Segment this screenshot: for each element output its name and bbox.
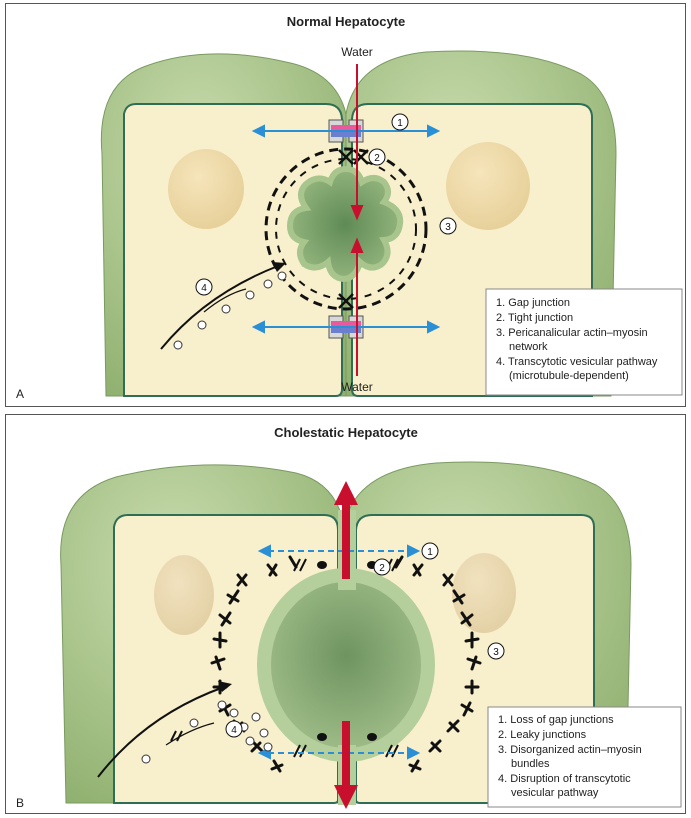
svg-text:2: 2 xyxy=(374,153,380,164)
legend-item-3-cont: network xyxy=(509,341,548,353)
panel-letter: B xyxy=(16,796,24,810)
svg-text:3: 3 xyxy=(493,647,499,658)
cholestatic-hepatocyte-diagram: Cholestatic Hepatocyte B xyxy=(6,415,687,815)
legend-item-4: 4. Transcytotic vesicular pathway xyxy=(496,356,658,368)
marker-3: 3 xyxy=(488,643,504,659)
legend-item-2: 2. Leaky junctions xyxy=(498,729,587,741)
legend-item-3: 3. Disorganized actin–myosin xyxy=(498,744,642,756)
panel-cholestatic-hepatocyte: Cholestatic Hepatocyte B xyxy=(5,414,686,814)
right-nucleus xyxy=(452,553,516,633)
legend-normal: 1. Gap junction 2. Tight junction 3. Per… xyxy=(486,289,682,395)
panel-normal-hepatocyte: Normal Hepatocyte A xyxy=(5,3,686,407)
svg-text:1: 1 xyxy=(427,547,433,558)
svg-text:2: 2 xyxy=(379,563,385,574)
left-nucleus xyxy=(154,555,214,635)
svg-text:4: 4 xyxy=(201,283,207,294)
svg-text:1: 1 xyxy=(397,118,403,129)
panel-title: Normal Hepatocyte xyxy=(287,14,405,29)
marker-2: 2 xyxy=(369,149,385,165)
legend-item-4-cont: vesicular pathway xyxy=(511,787,599,799)
marker-3: 3 xyxy=(440,218,456,234)
marker-1: 1 xyxy=(422,543,438,559)
right-nucleus xyxy=(446,142,530,230)
legend-item-3: 3. Pericanalicular actin–myosin xyxy=(496,327,648,339)
marker-4: 4 xyxy=(196,279,212,295)
panel-letter: A xyxy=(16,387,24,401)
legend-item-3-cont: bundles xyxy=(511,758,550,770)
legend-item-4-cont: (microtubule-dependent) xyxy=(509,370,629,382)
svg-text:3: 3 xyxy=(445,222,451,233)
bile-canaliculus xyxy=(290,169,400,279)
legend-item-1: 1. Gap junction xyxy=(496,297,570,309)
marker-4: 4 xyxy=(226,721,242,737)
legend-cholestatic: 1. Loss of gap junctions 2. Leaky juncti… xyxy=(488,707,681,807)
marker-2: 2 xyxy=(374,559,390,575)
water-label-top: Water xyxy=(341,45,373,59)
marker-1: 1 xyxy=(392,114,408,130)
normal-hepatocyte-diagram: Normal Hepatocyte A xyxy=(6,4,687,408)
water-label-bottom: Water xyxy=(341,380,373,394)
panel-title: Cholestatic Hepatocyte xyxy=(274,425,418,440)
legend-item-2: 2. Tight junction xyxy=(496,312,573,324)
left-nucleus xyxy=(168,149,244,229)
svg-text:4: 4 xyxy=(231,725,237,736)
legend-item-4: 4. Disruption of transcytotic xyxy=(498,773,631,785)
legend-item-1: 1. Loss of gap junctions xyxy=(498,714,614,726)
